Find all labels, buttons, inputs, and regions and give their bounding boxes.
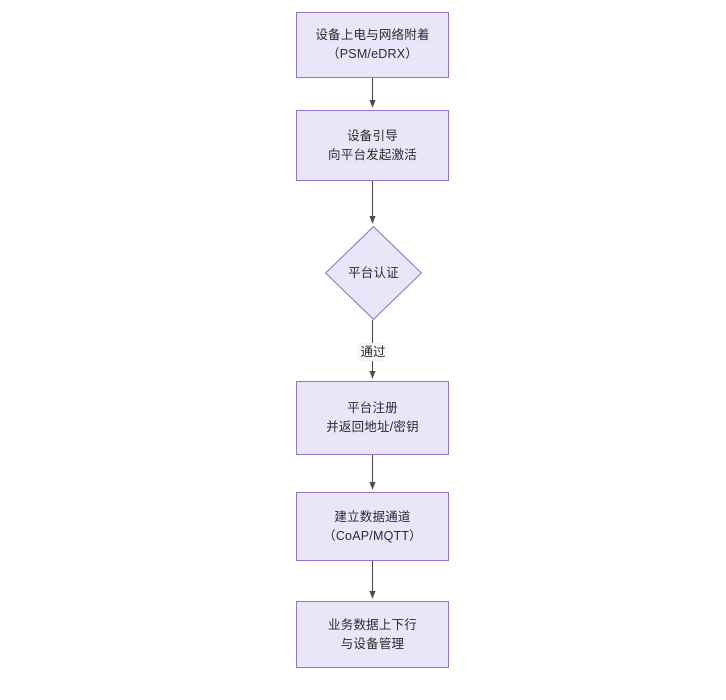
node-label: 设备引导 向平台发起激活 — [328, 128, 417, 162]
diamond-icon — [325, 226, 422, 320]
edge-label-pass: 通过 — [357, 343, 389, 361]
node-platform-registration[interactable]: 平台注册 并返回地址/密钥 — [296, 381, 449, 455]
node-label: 建立数据通道 （CoAP/MQTT） — [323, 509, 422, 543]
node-platform-authentication[interactable]: 平台认证 — [325, 226, 422, 320]
node-label: 平台注册 并返回地址/密钥 — [326, 401, 419, 434]
node-label: 业务数据上下行 与设备管理 — [328, 617, 417, 651]
node-device-bootstrap[interactable]: 设备引导 向平台发起激活 — [296, 110, 449, 181]
node-device-power-on[interactable]: 设备上电与网络附着 （PSM/eDRX） — [296, 12, 449, 78]
node-establish-data-channel[interactable]: 建立数据通道 （CoAP/MQTT） — [296, 492, 449, 561]
node-label: 设备上电与网络附着 （PSM/eDRX） — [315, 28, 430, 61]
node-label: 平台认证 — [348, 265, 399, 280]
node-business-data-and-device-management[interactable]: 业务数据上下行 与设备管理 — [296, 601, 449, 668]
